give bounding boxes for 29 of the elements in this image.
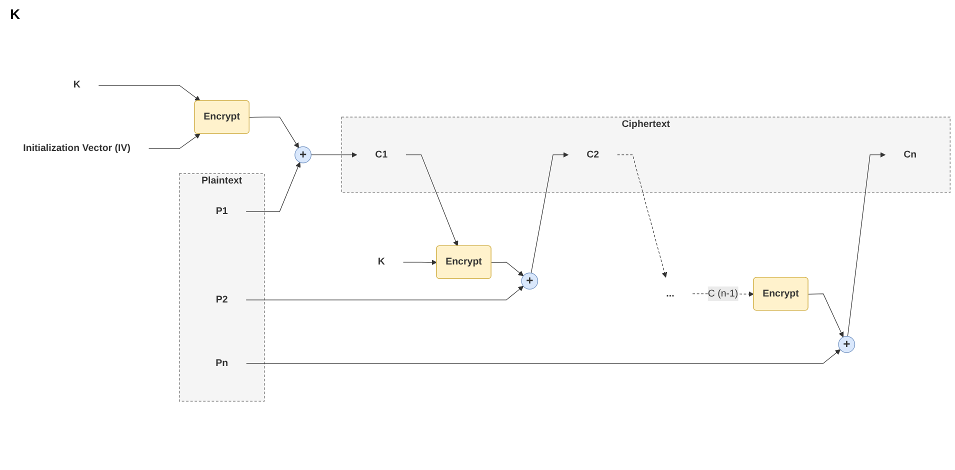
arrow [148,134,200,150]
arrow [246,162,301,212]
arrow [491,262,524,276]
arrow [406,154,458,246]
node-text: C2 [586,149,600,160]
node-text: K [378,256,385,268]
node-text: Initialization Vector (IV) [23,143,131,154]
node-circle: + [521,272,538,290]
node-text: P1 [216,206,228,216]
arrow [847,152,886,337]
node-text: Cn [904,149,917,160]
node-circle: + [294,146,312,164]
arrow [249,116,299,148]
node-text: P2 [216,294,228,305]
arrow [246,286,524,300]
node-text: Pn [216,358,228,368]
node-text: K [73,80,80,90]
arrow [310,152,358,158]
node-text: C1 [375,149,388,160]
arrow [98,85,200,102]
node-text: ... [666,288,674,299]
key-label: K [10,6,20,22]
edge-label: C (n-1) [708,288,738,299]
arrow [402,260,437,266]
arrow [246,349,841,364]
arrow [617,154,668,278]
arrow [808,294,844,338]
node-circle: + [838,336,856,353]
arrow [530,152,569,274]
